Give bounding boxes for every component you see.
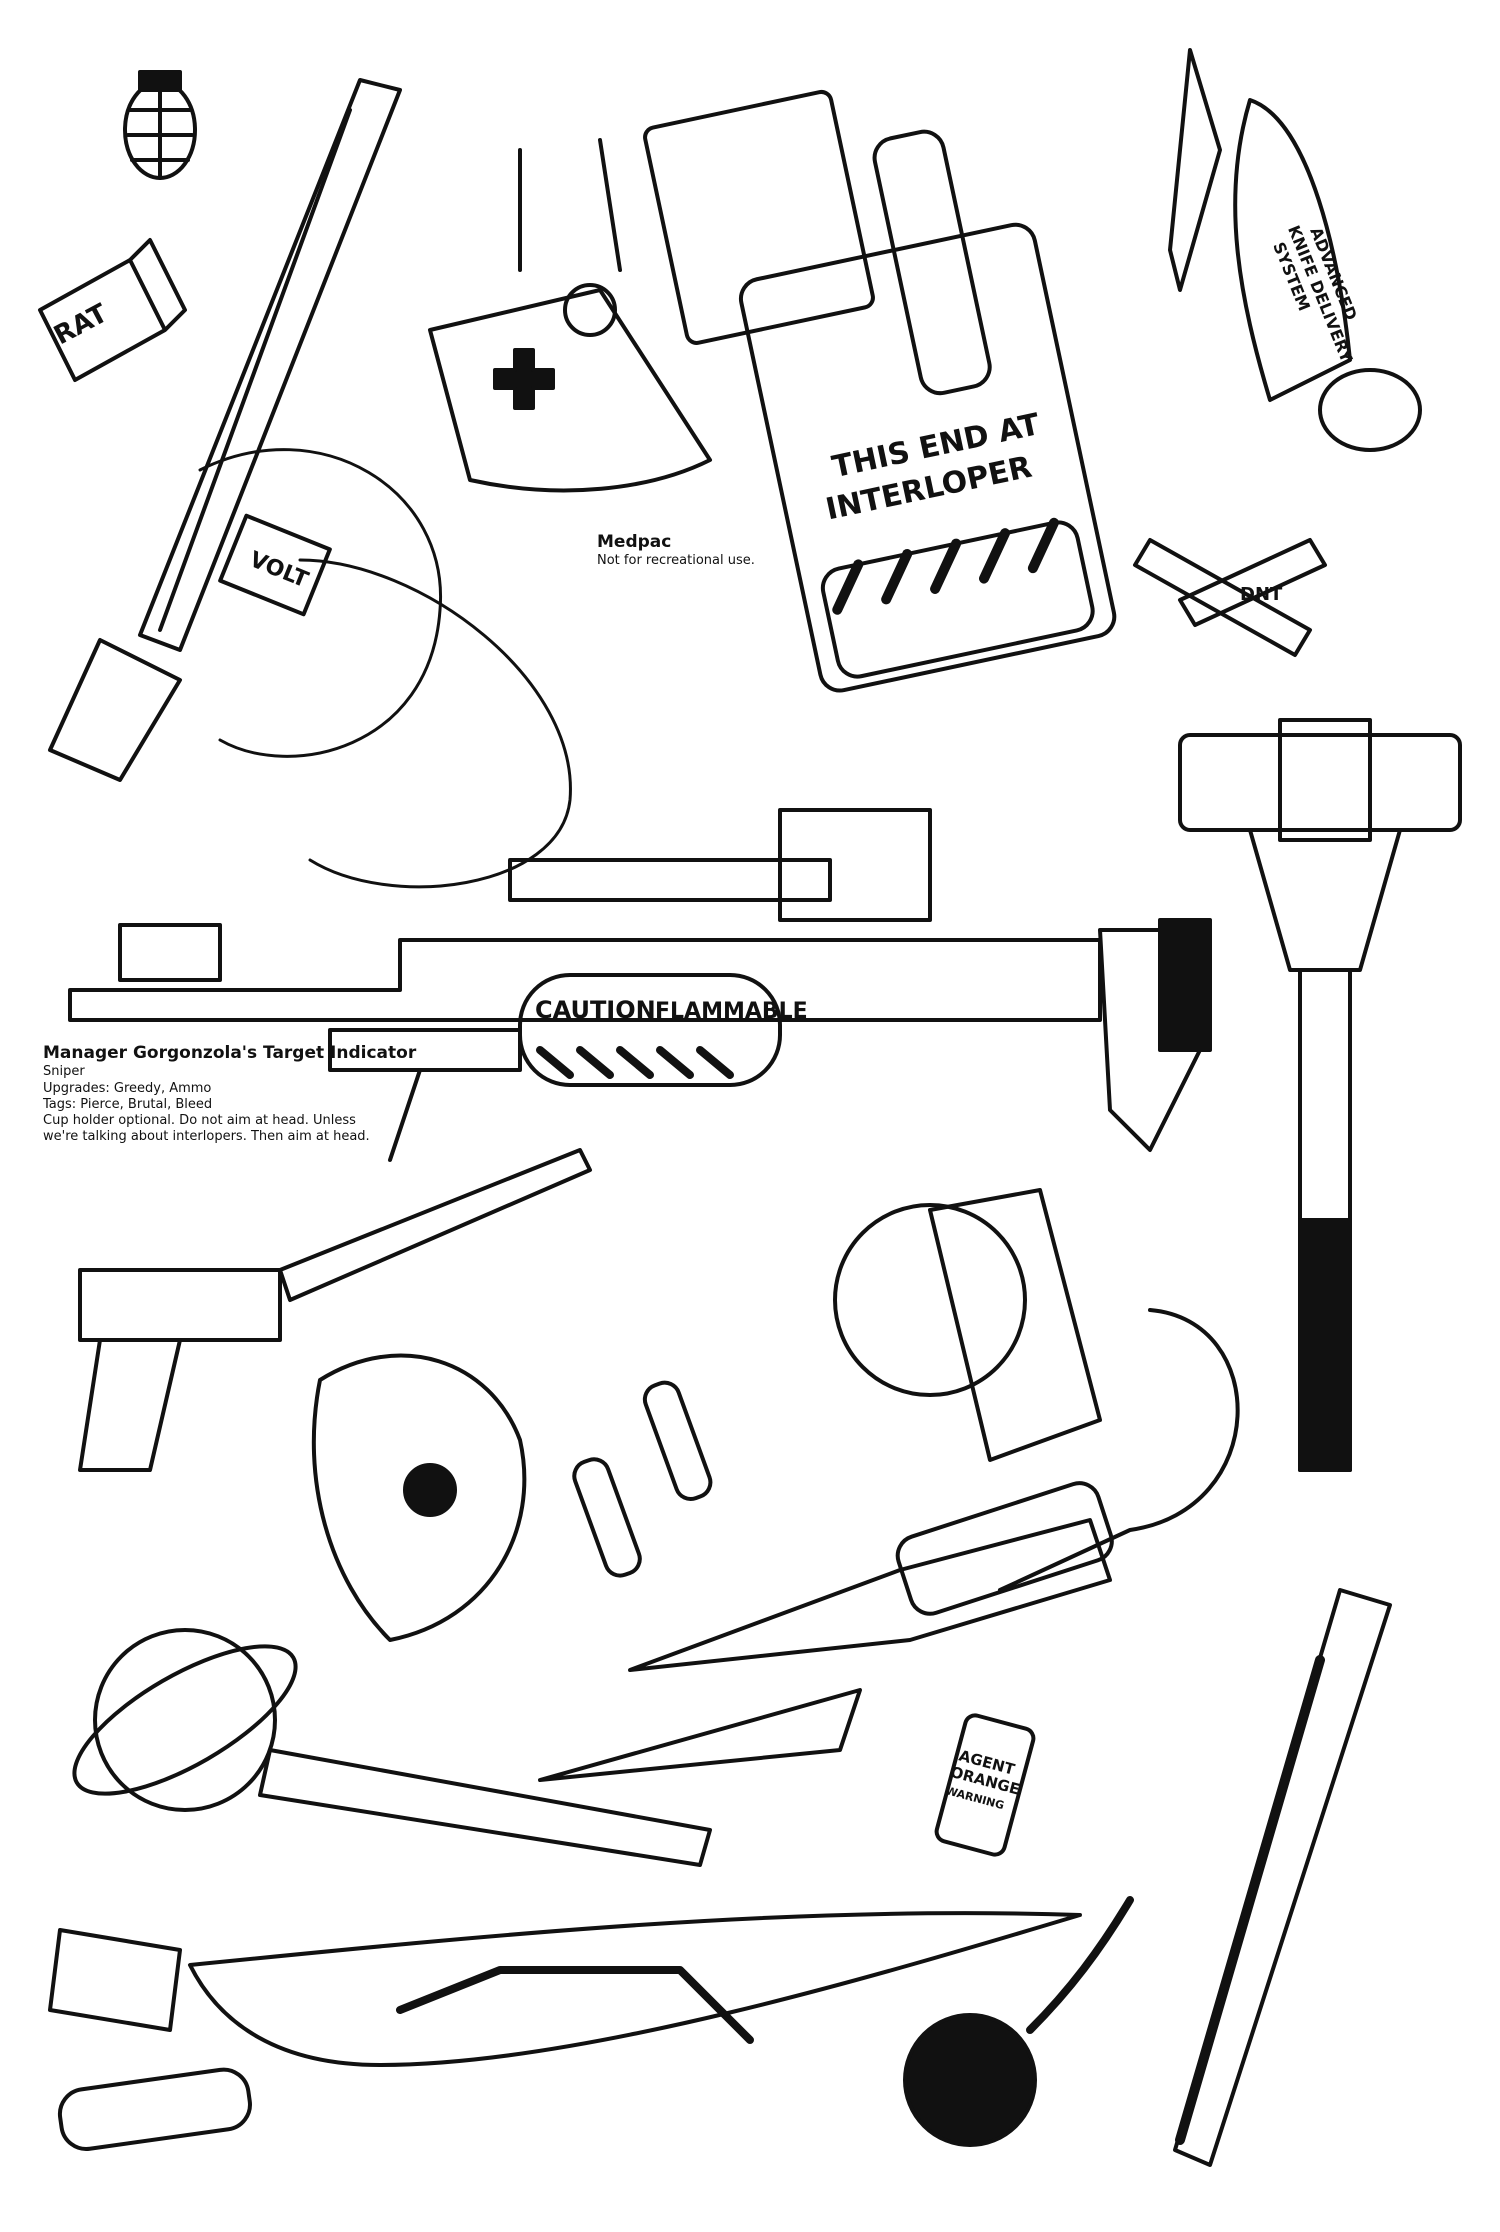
svg-text:ADVANCED KNIFE DELIVERY: ADVANCED KNIFE DELIVERY SYSTEM bbox=[1265, 215, 1376, 378]
machete-drawing bbox=[48, 1911, 1082, 2067]
volt-label: VOLT bbox=[246, 547, 312, 593]
rat-box-drawing: RAT bbox=[38, 238, 187, 382]
mace-drawing bbox=[72, 1628, 712, 1867]
dnt-label: DNT bbox=[1240, 584, 1283, 605]
grenade-drawing bbox=[123, 70, 197, 180]
caution-label: CAUTION bbox=[535, 996, 656, 1024]
hammer-drawing bbox=[1178, 718, 1462, 1472]
sword-gun-drawing: VOLT bbox=[48, 78, 572, 889]
sniper-type: Sniper bbox=[43, 1064, 85, 1080]
dynamite-drawing: DNT bbox=[1133, 538, 1327, 657]
sniper-tags: Tags: Pierce, Brutal, Bleed bbox=[43, 1096, 213, 1112]
medpac-drawing bbox=[428, 138, 712, 493]
medpac-description: Not for recreational use. bbox=[597, 553, 755, 569]
launcher-drawing: THIS END AT INTERLOPER bbox=[643, 89, 1117, 693]
spray-can-drawing: AGENT ORANGE WARNING bbox=[934, 1713, 1036, 1857]
sniper-description-1: Cup holder optional. Do not aim at head.… bbox=[43, 1113, 356, 1128]
bat-drawing bbox=[1173, 1588, 1392, 2167]
medpac-title: Medpac bbox=[597, 532, 672, 552]
backpack-drawing bbox=[833, 1188, 1240, 1592]
bottle-drawing bbox=[57, 2067, 252, 2151]
pistol-saw-drawing bbox=[78, 1148, 592, 1472]
medpac-caption: Medpac Not for recreational use. bbox=[597, 532, 755, 570]
rat-label: RAT bbox=[49, 298, 113, 351]
sniper-description-2: we're talking about interlopers. Then ai… bbox=[43, 1129, 370, 1145]
sniper-upgrades: Upgrades: Greedy, Ammo bbox=[43, 1080, 212, 1096]
flamethrower-drawing bbox=[538, 1481, 1114, 1782]
bomb-drawing bbox=[903, 1896, 1134, 2147]
flammable-label: FLAMMABLE bbox=[655, 999, 808, 1024]
sniper-title: Manager Gorgonzola's Target Indicator bbox=[43, 1043, 417, 1063]
skull-drawing bbox=[311, 1353, 713, 1642]
sniper-caption: Manager Gorgonzola's Target Indicator Sn… bbox=[43, 1043, 416, 1146]
knife-rocket-drawing: ADVANCED KNIFE DELIVERY SYSTEM bbox=[1168, 48, 1422, 452]
sniper-drawing: CAUTION FLAMMABLE bbox=[68, 808, 1212, 1162]
